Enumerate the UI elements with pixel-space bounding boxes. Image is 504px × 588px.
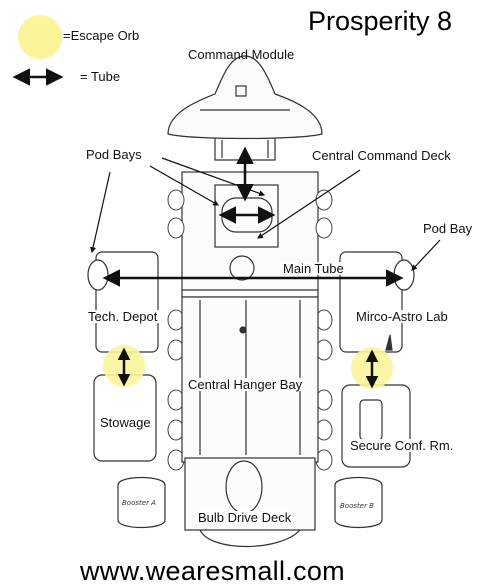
label-secure-conf-rm: Secure Conf. Rm. <box>348 438 456 453</box>
label-pod-bay: Pod Bay <box>421 221 475 236</box>
label-stowage: Stowage <box>98 415 153 430</box>
website-url[interactable]: www.wearesmall.com <box>80 556 345 586</box>
pod-label-right: Booster B <box>340 502 374 510</box>
command-module-shape <box>167 55 323 161</box>
leader-lines <box>90 157 441 271</box>
left-pods <box>87 251 166 529</box>
label-central-command-deck: Central Command Deck <box>310 148 453 163</box>
label-micro-astro-lab: Mirco-Astro Lab <box>354 309 450 324</box>
legend-escape-orb-label: =Escape Orb <box>63 28 140 43</box>
right-pods <box>334 251 415 529</box>
bulb-drive-deck-shape <box>184 457 316 548</box>
label-main-tube: Main Tube <box>281 261 346 276</box>
label-command-module: Command Module <box>188 47 295 62</box>
label-bulb-drive-deck: Bulb Drive Deck <box>196 510 294 525</box>
label-tech-depot: Tech. Depot <box>86 309 160 324</box>
label-pod-bays: Pod Bays <box>84 147 144 162</box>
pod-label-left: Booster A <box>122 499 156 507</box>
legend-tube-label: = Tube <box>80 69 121 84</box>
page-title: Prosperity 8 <box>308 6 453 36</box>
label-central-hanger-bay: Central Hanger Bay <box>186 377 305 392</box>
legend-escape-orb-swatch <box>18 15 62 59</box>
